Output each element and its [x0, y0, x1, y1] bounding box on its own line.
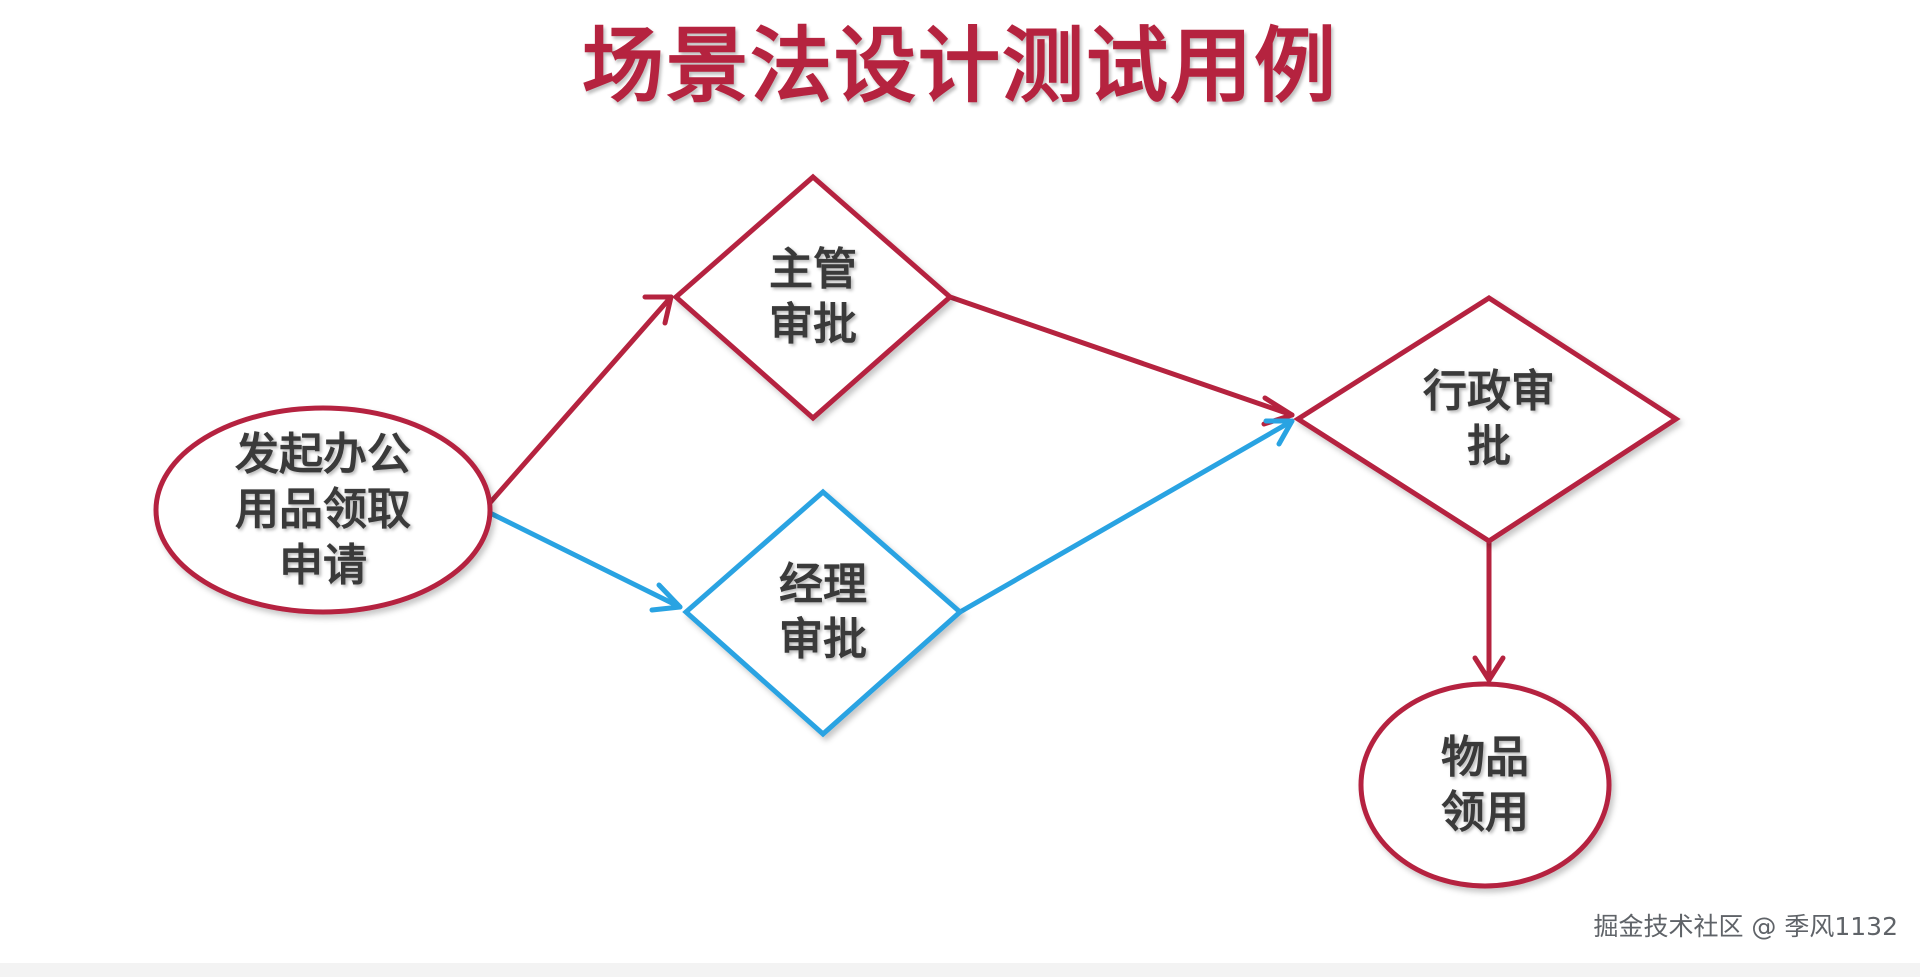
node-manager-label: 经理 审批 [779, 558, 867, 665]
edge-start-to-manager [485, 509, 683, 613]
node-start-shape [153, 405, 493, 615]
node-end-shape [1358, 681, 1612, 889]
node-start-label: 发起办公 用品领取 申请 [235, 428, 411, 591]
node-manager-shape [682, 488, 964, 738]
edge-start-to-supervisor [485, 294, 674, 508]
node-admin-shape [1293, 295, 1681, 544]
bottom-bar [0, 963, 1920, 977]
edge-admin-to-end [1472, 539, 1506, 683]
watermark: 掘金技术社区 @ 季风1132 [1593, 912, 1898, 941]
edge-supervisor-to-admin [947, 294, 1295, 427]
node-supervisor-shape [672, 173, 954, 422]
node-supervisor-label: 主管 审批 [769, 243, 857, 350]
node-admin-label: 行政审 批 [1423, 365, 1555, 472]
node-end-label: 物品 领用 [1441, 731, 1529, 838]
edge-manager-to-admin [957, 418, 1295, 615]
page-title: 场景法设计测试用例 [581, 19, 1338, 114]
